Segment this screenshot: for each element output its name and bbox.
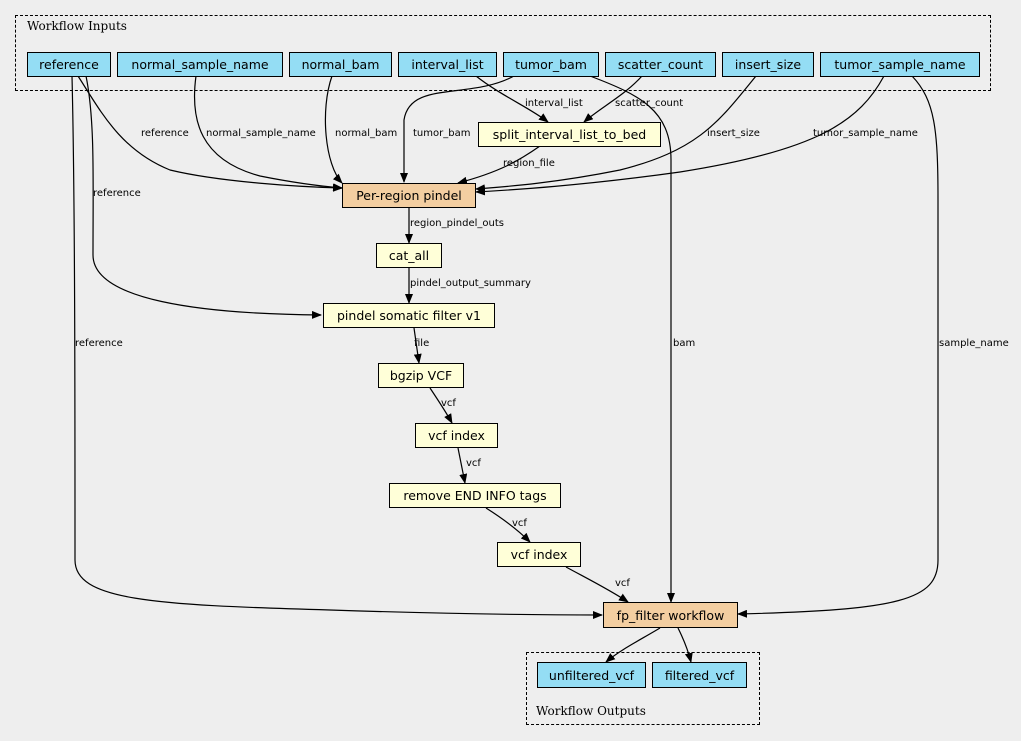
edge-label-bam: bam <box>673 338 696 349</box>
step-pindel-somatic-filter[interactable]: pindel somatic filter v1 <box>323 303 495 328</box>
edge-vcf-4 <box>565 566 629 603</box>
edge-label-normal-bam: normal_bam <box>335 128 398 139</box>
edge-label-vcf: vcf <box>466 458 481 469</box>
edge-vcf-3 <box>485 507 531 543</box>
edge-label-insert-size: insert_size <box>707 128 760 139</box>
edge-label-reference: reference <box>75 338 123 349</box>
edge-normal-sample-name <box>193 75 343 192</box>
workflow-inputs-cluster <box>15 15 991 91</box>
output-unfiltered-vcf[interactable]: unfiltered_vcf <box>537 662 646 688</box>
edge-sample-name <box>737 75 939 618</box>
step-vcf-index-1[interactable]: vcf index <box>415 423 498 448</box>
workflow-outputs-title: Workflow Outputs <box>536 704 646 718</box>
edge-filtered-vcf <box>677 627 693 663</box>
input-scatter-count[interactable]: scatter_count <box>605 52 716 77</box>
edge-bam <box>589 75 675 603</box>
output-filtered-vcf[interactable]: filtered_vcf <box>652 662 747 688</box>
edge-reference-filter <box>85 75 322 319</box>
edge-normal-bam <box>324 75 343 184</box>
step-split-interval-list-to-bed[interactable]: split_interval_list_to_bed <box>478 122 661 147</box>
edge-scatter-count <box>583 75 643 123</box>
input-tumor-bam[interactable]: tumor_bam <box>503 52 599 77</box>
edge-label-tumor-sample-name: tumor_sample_name <box>813 128 918 139</box>
edge-vcf-2 <box>457 447 468 484</box>
edge-reference-fp <box>71 75 603 619</box>
step-per-region-pindel[interactable]: Per-region pindel <box>342 183 476 208</box>
edge-vcf-1 <box>429 387 453 424</box>
edge-label-reference: reference <box>141 128 189 139</box>
input-normal-bam[interactable]: normal_bam <box>289 52 392 77</box>
edge-label-vcf: vcf <box>615 578 630 589</box>
edge-interval-list <box>475 75 549 123</box>
edge-label-region-pindel-outs: region_pindel_outs <box>410 218 504 229</box>
edge-label-file: file <box>414 338 430 349</box>
step-remove-end-info-tags[interactable]: remove END INFO tags <box>389 483 561 508</box>
edge-reference-pindel <box>77 75 343 192</box>
edge-label-reference: reference <box>93 188 141 199</box>
step-vcf-index-2[interactable]: vcf index <box>497 542 581 567</box>
step-bgzip-vcf[interactable]: bgzip VCF <box>378 363 464 388</box>
edge-label-scatter-count: scatter_count <box>615 98 684 109</box>
edge-label-sample-name: sample_name <box>939 338 1009 349</box>
edge-tumor-bam-pindel <box>400 75 515 183</box>
edge-label-tumor-bam: tumor_bam <box>413 128 471 139</box>
edge-label-region-file: region_file <box>503 158 555 169</box>
workflow-inputs-title: Workflow Inputs <box>27 19 127 33</box>
input-normal-sample-name[interactable]: normal_sample_name <box>117 52 283 77</box>
input-tumor-sample-name[interactable]: tumor_sample_name <box>820 52 980 77</box>
edge-label-pindel-output-summary: pindel_output_summary <box>410 278 531 289</box>
edge-label-interval-list: interval_list <box>525 98 583 109</box>
input-interval-list[interactable]: interval_list <box>398 52 497 77</box>
step-cat-all[interactable]: cat_all <box>376 243 442 268</box>
edge-label-normal-sample-name: normal_sample_name <box>206 128 316 139</box>
edge-label-vcf: vcf <box>441 398 456 409</box>
input-reference[interactable]: reference <box>27 52 111 77</box>
step-fp-filter-workflow[interactable]: fp_filter workflow <box>603 602 738 628</box>
edge-file <box>413 327 422 364</box>
edge-label-vcf: vcf <box>512 518 527 529</box>
input-insert-size[interactable]: insert_size <box>722 52 814 77</box>
edge-tumor-sample-name <box>475 75 885 196</box>
edge-region-file <box>457 145 541 185</box>
edge-insert-size <box>475 75 757 193</box>
edge-unfiltered-vcf <box>605 627 661 663</box>
workflow-outputs-cluster <box>526 652 760 725</box>
